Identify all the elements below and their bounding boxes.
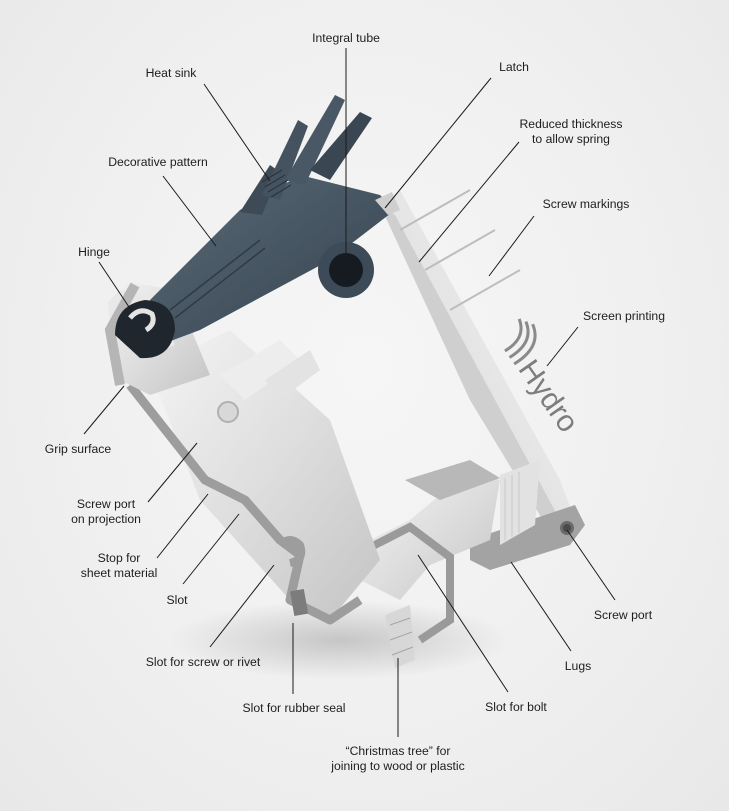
right-wall (380, 189, 575, 540)
leader-line-slot (182, 513, 240, 585)
label-hinge: Hinge (78, 245, 110, 259)
label-latch: Latch (499, 60, 529, 74)
label-screw-port-on-projection: Screw port on projection (71, 497, 141, 526)
leader-line-screen-printing (546, 326, 579, 367)
leader-line-latch (384, 77, 492, 209)
leader-line-screw-port-projection (147, 442, 198, 503)
label-christmas-tree: “Christmas tree” for joining to wood or … (331, 744, 465, 773)
label-lugs: Lugs (564, 659, 592, 673)
label-integral-tube: Integral tube (312, 31, 380, 45)
label-slot-for-screw-or-rivet: Slot for screw or rivet (145, 655, 261, 669)
leader-line-reduced-thickness (418, 141, 520, 263)
polymer-insert (115, 95, 395, 359)
leader-line-grip-surface (83, 385, 125, 435)
label-screw-port: Screw port (593, 608, 653, 622)
label-reduced-thickness: Reduced thickness to allow spring (519, 117, 623, 146)
bolt-slot-channel (360, 460, 500, 644)
leader-line-slot-for-bolt (417, 554, 509, 693)
label-slot: Slot (166, 593, 188, 607)
label-screw-markings: Screw markings (542, 197, 630, 211)
bottom-right-section (470, 505, 585, 570)
leader-line-stop-for-sheet (156, 493, 209, 559)
bottom-stepped-wall (126, 330, 415, 668)
label-slot-for-rubber-seal: Slot for rubber seal (242, 701, 346, 715)
label-decorative-pattern: Decorative pattern (108, 155, 208, 169)
label-screen-printing: Screen printing (583, 309, 665, 323)
leader-line-slot-screw-rivet (209, 564, 275, 648)
label-stop-for-sheet-material: Stop for sheet material (80, 551, 158, 580)
lugs-feature (500, 460, 540, 545)
leader-line-decorative-pattern (162, 175, 217, 247)
leader-line-hinge (98, 261, 132, 311)
leader-line-screw-port (566, 529, 616, 601)
leader-line-lugs (510, 561, 572, 652)
leader-lines (83, 48, 616, 737)
leader-line-heat-sink (203, 83, 271, 182)
drop-shadow (170, 600, 510, 680)
label-slot-for-bolt: Slot for bolt (485, 700, 547, 714)
leader-line-screw-markings (488, 215, 535, 277)
label-heat-sink: Heat sink (145, 66, 197, 80)
label-grip-surface: Grip surface (44, 442, 112, 456)
